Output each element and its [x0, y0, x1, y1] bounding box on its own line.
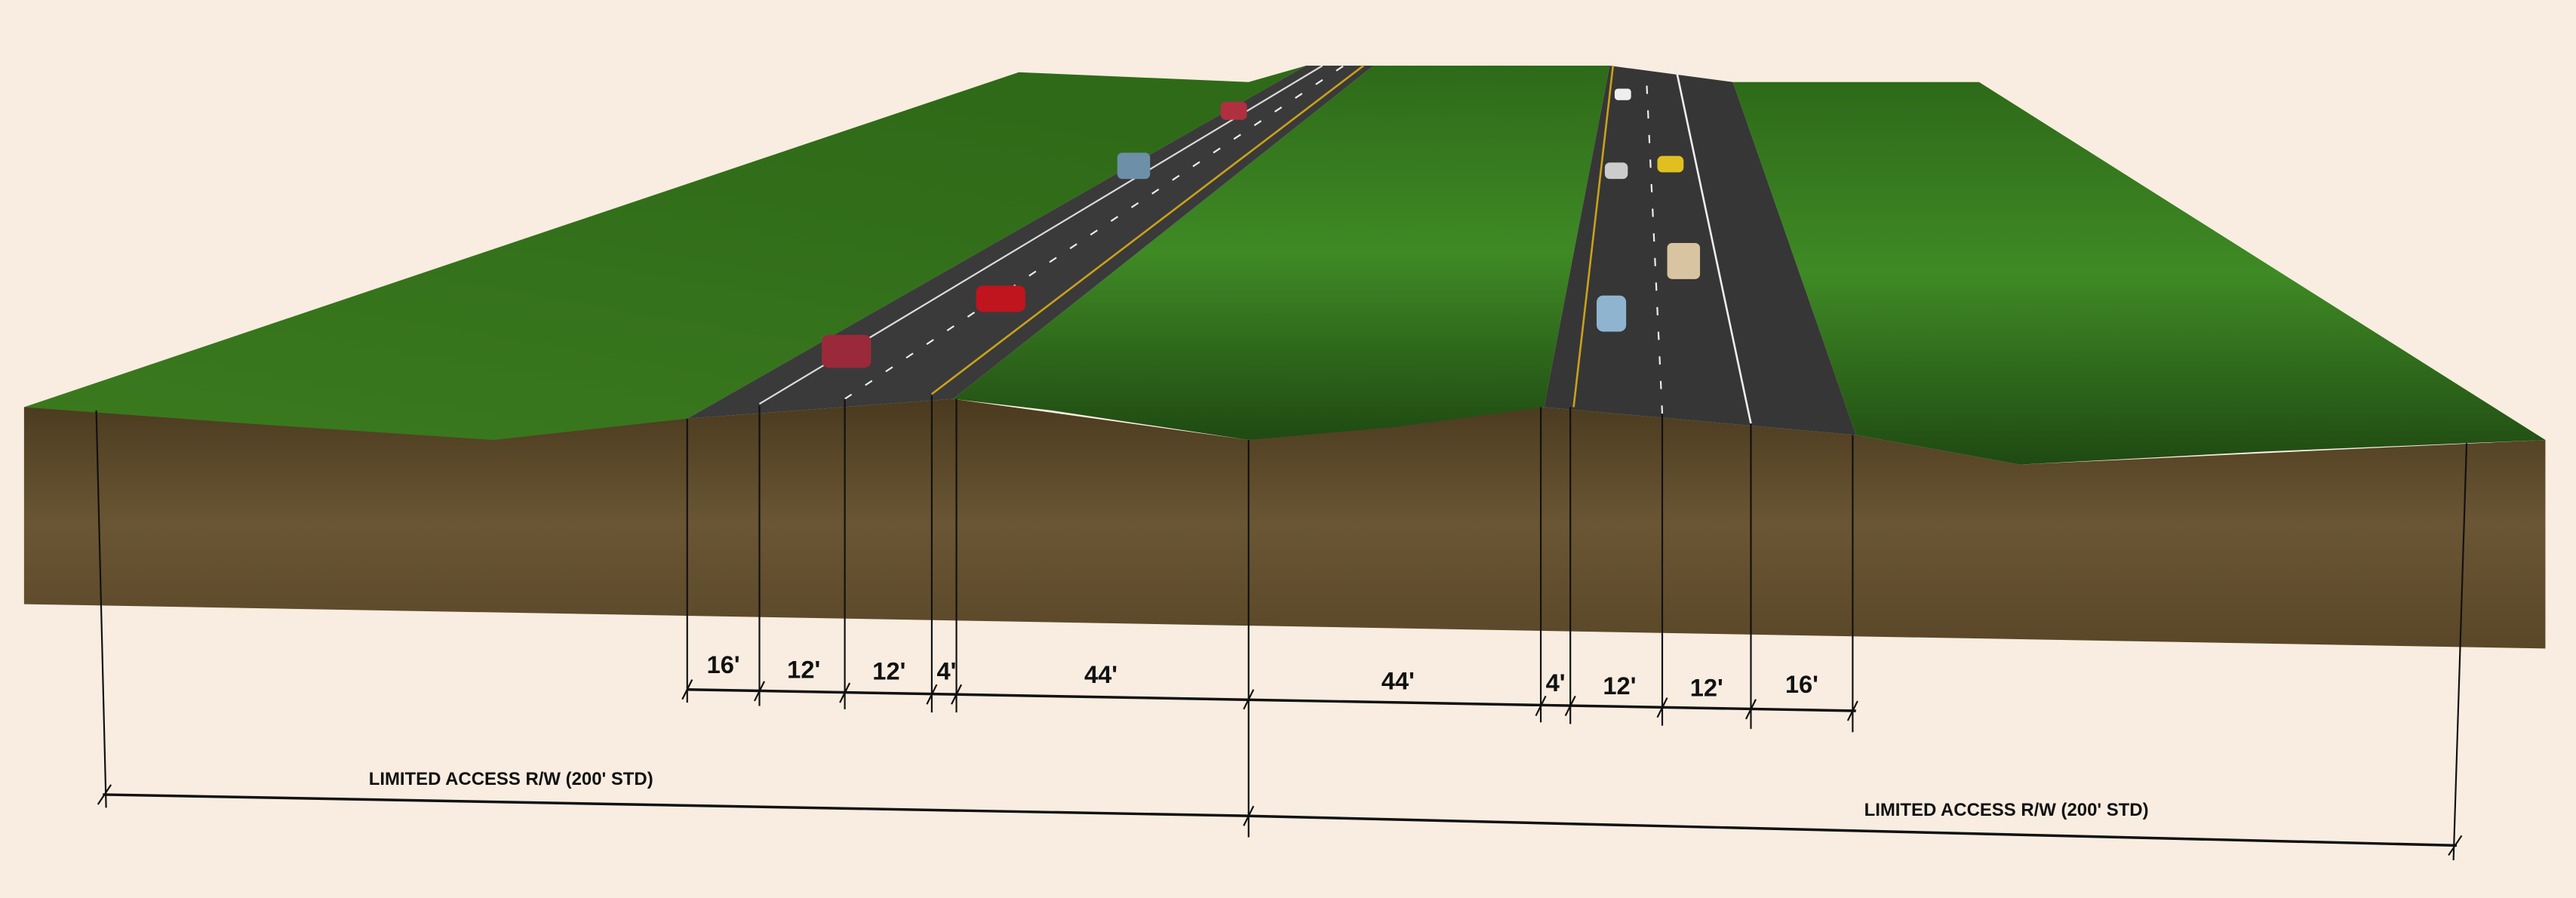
dim-right-lane-1: 12' [1603, 672, 1636, 700]
dim-left-shoulder: 16' [707, 650, 740, 678]
car [1657, 155, 1684, 173]
soil-front-face [23, 398, 2546, 649]
grass-left [23, 66, 1306, 441]
dimension-ticks [681, 679, 1858, 721]
dim-right-inner-shoulder: 4' [1546, 669, 1566, 697]
dim-right-median: 44' [1382, 667, 1415, 695]
car [1220, 101, 1247, 120]
car [1117, 152, 1151, 180]
dimension-labels: 16' 12' 12' 4' 44' 44' 4' 12' 12' 16' [707, 650, 1818, 701]
car [822, 334, 871, 368]
dim-left-inner-shoulder: 4' [937, 657, 957, 685]
dim-left-lane-1: 12' [787, 655, 820, 683]
rw-line-right [1248, 814, 2458, 847]
dim-left-lane-2: 12' [872, 657, 905, 685]
car [976, 285, 1025, 312]
car [1667, 242, 1701, 279]
extension-lines [95, 395, 2468, 860]
dim-left-median: 44' [1084, 660, 1117, 688]
dimension-line [687, 687, 1856, 712]
road-left [687, 66, 1374, 419]
grass-right [1732, 81, 2546, 465]
rw-ticks [97, 784, 2463, 856]
rw-label-right: LIMITED ACCESS R/W (200' STD) [1864, 800, 2149, 820]
car [1604, 162, 1628, 180]
rw-line-left [103, 793, 1249, 817]
dim-right-shoulder: 16' [1785, 670, 1818, 698]
grass-median [953, 66, 1610, 441]
rw-label-left: LIMITED ACCESS R/W (200' STD) [369, 769, 653, 789]
cars [822, 88, 1701, 368]
car [1596, 295, 1627, 332]
dim-right-lane-2: 12' [1690, 673, 1723, 701]
car [1614, 88, 1631, 100]
